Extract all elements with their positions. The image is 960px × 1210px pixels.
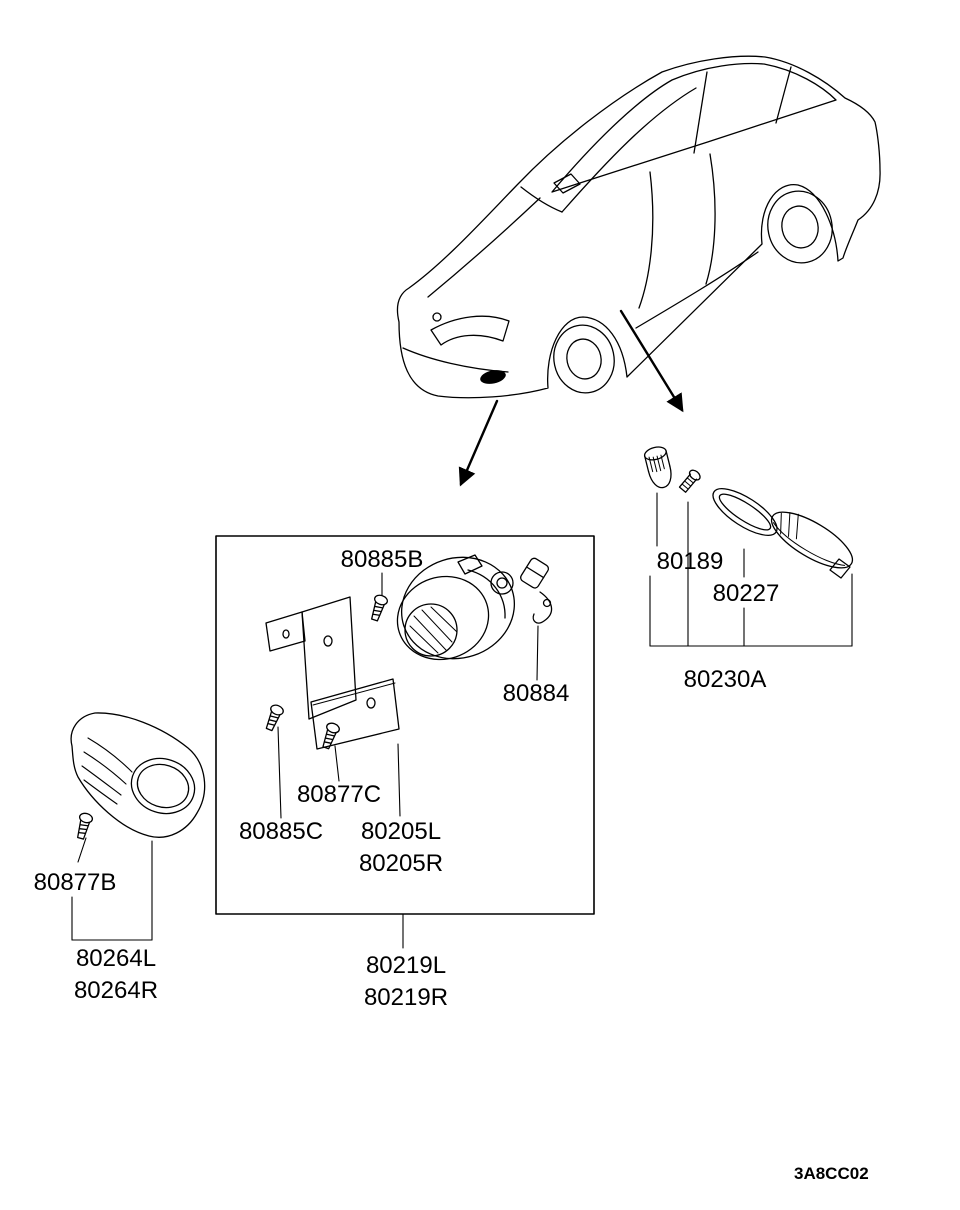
car-headlamp (430, 315, 510, 346)
car-c-pillar (775, 66, 792, 124)
car-mirror (553, 173, 581, 194)
foglamp-unit-drawing (396, 554, 516, 661)
foglamp-leader-lines (277, 572, 539, 949)
screw-80885C-drawing (262, 702, 286, 733)
side-lamp-bulb-holder-drawing (678, 469, 701, 493)
screw-80877B-drawing (73, 811, 95, 841)
car-foglamp-mark (480, 370, 506, 384)
side-lamp-gasket-drawing (712, 488, 778, 536)
car-front-wheel-inner (566, 338, 602, 380)
label-80230A: 80230A (684, 666, 767, 693)
bezel-leader-lines (71, 837, 153, 941)
car-windshield-base (520, 186, 563, 213)
car-glasshouse (551, 62, 837, 193)
car-rear-wheel (767, 190, 833, 264)
label-80885C: 80885C (239, 818, 323, 845)
side-lamp-bulb-drawing (643, 446, 672, 489)
car-b-pillar (693, 71, 708, 154)
foglamp-bulb-socket-drawing (520, 557, 553, 624)
car-bumper-line (402, 347, 509, 373)
label-80877B: 80877B (34, 869, 117, 896)
label-80877C: 80877C (297, 781, 381, 808)
screw-80885B-drawing (367, 593, 390, 623)
car-windshield-inner (561, 87, 697, 213)
foglamp-bezel-drawing (70, 712, 206, 838)
foglamp-detail-box (215, 535, 595, 915)
figure-code: 3A8CC02 (794, 1164, 869, 1183)
side-lamp-leader-lines (649, 492, 853, 647)
car-emblem (432, 312, 442, 322)
car-door-bottom-line (635, 251, 759, 329)
label-80205R: 80205R (359, 850, 443, 877)
car-front-wheel (553, 324, 615, 394)
label-80264L: 80264L (76, 945, 156, 972)
label-80264R: 80264R (74, 977, 158, 1004)
car-rear-wheel-inner (781, 205, 819, 249)
label-80189: 80189 (657, 548, 724, 575)
car-overview-drawing (396, 55, 881, 399)
car-door-line-front (638, 171, 654, 309)
car-body-outline (396, 55, 881, 399)
label-80885B: 80885B (341, 546, 424, 573)
car-hood-crease (427, 197, 541, 298)
arrow-to-sidelamp-detail-icon (619, 309, 684, 413)
label-80227: 80227 (713, 580, 780, 607)
label-80219L: 80219L (366, 952, 446, 979)
arrow-to-foglamp-detail-icon (458, 399, 499, 487)
side-lamp-lens-drawing (770, 511, 854, 579)
label-80219R: 80219R (364, 984, 448, 1011)
car-door-line-rear (705, 153, 716, 285)
label-80205L: 80205L (361, 818, 441, 845)
label-80884: 80884 (503, 680, 570, 707)
foglamp-bracket-drawing (265, 596, 400, 750)
screw-80877C-drawing (319, 720, 342, 751)
